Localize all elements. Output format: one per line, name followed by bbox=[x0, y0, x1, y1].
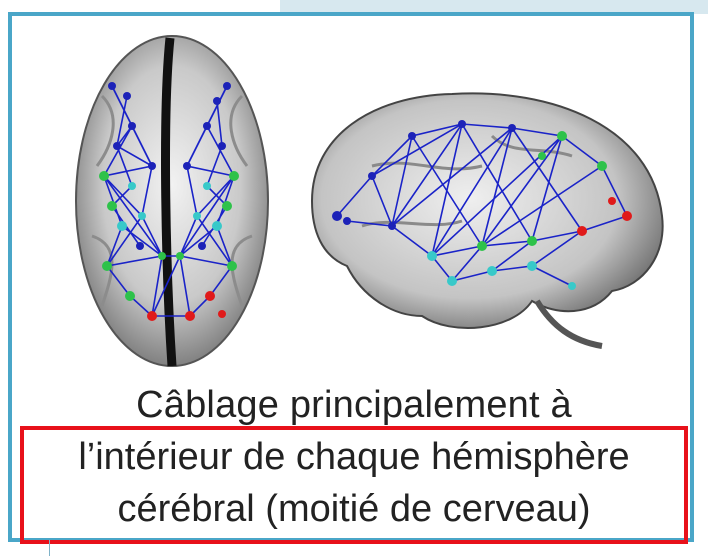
brain-network-illustration bbox=[12, 16, 698, 396]
bottom-tick-mark bbox=[49, 540, 50, 556]
caption-line-2: l’intérieur de chaque hémisphère bbox=[24, 434, 684, 480]
brain-top-view-icon bbox=[76, 36, 268, 366]
brain-side-view-icon bbox=[312, 93, 663, 346]
caption-line-1: Câblage principalement à bbox=[0, 382, 708, 428]
caption-line-3: cérébral (moitié de cerveau) bbox=[24, 486, 684, 532]
caption-highlight-box: l’intérieur de chaque hémisphère cérébra… bbox=[20, 426, 688, 544]
